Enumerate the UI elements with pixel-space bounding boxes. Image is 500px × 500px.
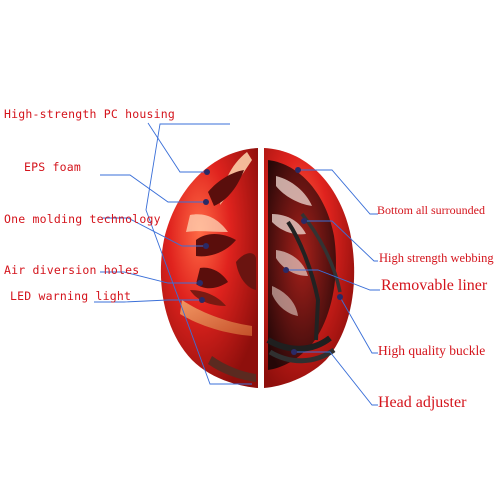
label-pc-housing: High-strength PC housing [4, 107, 175, 121]
leader-dots [197, 167, 343, 355]
leader-lines [94, 122, 380, 406]
label-strength-webbing: High strength webbing [379, 251, 494, 265]
label-quality-buckle: High quality buckle [378, 343, 486, 358]
label-head-adjuster: Head adjuster [378, 394, 467, 411]
label-led-warning-light: LED warning light [10, 289, 132, 303]
label-bottom-surrounded: Bottom all surrounded [377, 203, 485, 217]
label-removable-liner: Removable liner [381, 277, 488, 294]
label-eps-foam: EPS foam [24, 160, 81, 174]
helmet-outer-half [160, 148, 258, 388]
label-molding-technology: One molding technology [4, 212, 161, 226]
label-air-diversion-holes: Air diversion holes [4, 263, 140, 277]
helmet-inner-half [264, 148, 355, 388]
